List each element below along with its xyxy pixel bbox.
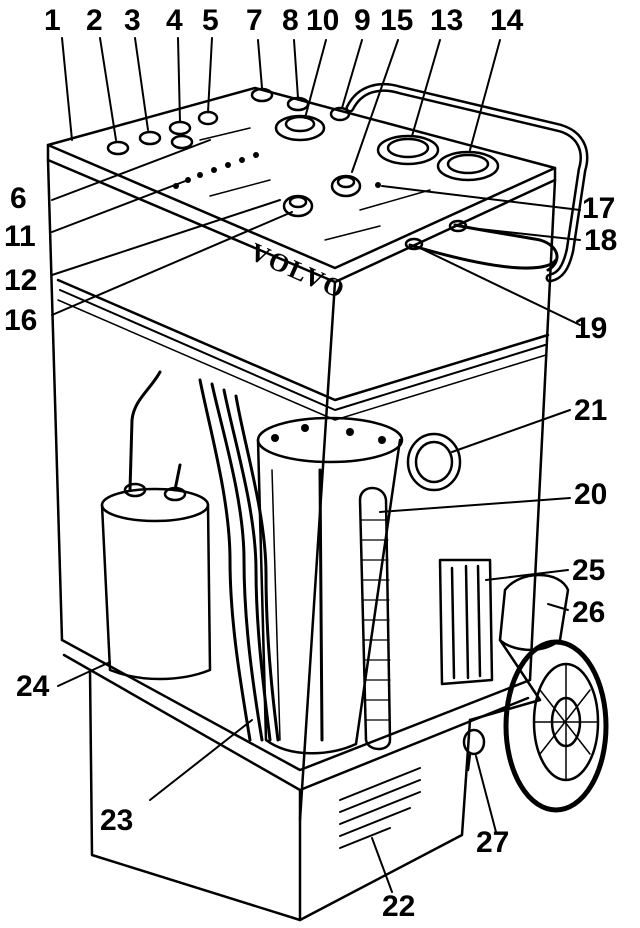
callout-20: 20 [574,478,608,511]
callout-3: 3 [124,4,141,37]
callout-11: 11 [4,220,36,253]
fitting-27 [462,728,486,756]
cabinet-left-edge [46,158,64,642]
callout-13: 13 [430,4,464,37]
callout-15: 15 [380,4,414,37]
top-knobs-center [250,87,351,142]
callout-6: 6 [10,182,27,215]
callout-8: 8 [282,4,299,37]
tubing-23 [198,378,280,742]
callout-27: 27 [476,826,510,859]
callout-7: 7 [246,4,263,37]
main-tank [256,438,402,755]
callout-23: 23 [100,804,134,837]
top-knobs-left [106,110,219,156]
callout-12: 12 [4,264,38,297]
callout-1: 1 [44,4,61,37]
cabinet-front-edge [298,280,337,822]
callout-26: 26 [572,596,606,629]
callout-17: 17 [582,192,616,225]
callout-4: 4 [166,4,183,37]
callout-9: 9 [354,4,371,37]
callout-5: 5 [202,4,219,37]
tube-20 [358,486,392,751]
cylinder-24 [100,503,212,681]
callout-16: 16 [4,304,38,337]
cabinet-base-top [60,638,532,772]
callout-2: 2 [86,4,103,37]
leader-lines [51,37,581,893]
callout-19: 19 [574,312,608,345]
callout-22: 22 [382,890,416,923]
base-box [88,668,302,922]
sight-glass-21 [406,432,462,492]
callout-10: 10 [306,4,340,37]
callout-25: 25 [572,554,606,587]
pressure-gauges [376,134,500,182]
valve-block-25 [438,558,494,686]
indicator-lights [173,152,259,189]
pump-26 [498,573,570,652]
callout-18: 18 [584,224,618,257]
base-vent [339,767,421,849]
callout-14: 14 [490,4,524,37]
hose-19 [408,243,558,270]
brand-label: VOLVO [246,237,351,305]
callout-24: 24 [16,670,50,703]
wheel [503,639,609,813]
callout-21: 21 [574,394,608,427]
